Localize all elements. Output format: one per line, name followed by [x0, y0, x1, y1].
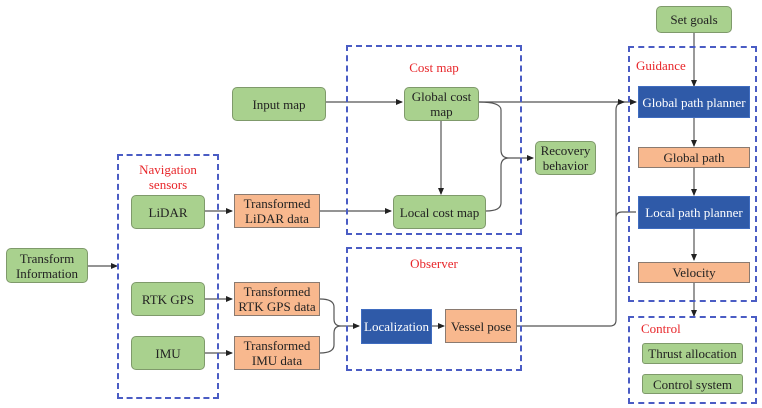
group-title-cost-map: Cost map — [409, 60, 459, 75]
node-transformed-imu: Transformed IMU data — [234, 336, 320, 370]
brace-to-localization — [319, 298, 359, 354]
node-transformed-rtk: Transformed RTK GPS data — [234, 282, 320, 316]
node-vessel-pose: Vessel pose — [445, 309, 517, 343]
group-navigation-sensors — [117, 154, 219, 399]
group-guidance — [628, 46, 757, 302]
group-control — [628, 316, 757, 404]
node-velocity: Velocity — [638, 262, 750, 283]
node-set-goals: Set goals — [656, 6, 732, 33]
group-observer — [346, 247, 522, 371]
node-thrust-allocation: Thrust allocation — [642, 343, 743, 364]
node-imu: IMU — [131, 336, 205, 370]
node-transformed-lidar: Transformed LiDAR data — [234, 194, 320, 228]
node-input-map: Input map — [232, 87, 326, 121]
group-title-navigation-sensors: Navigation sensors — [139, 162, 197, 192]
group-title-control: Control — [641, 321, 681, 336]
node-localization: Localization — [361, 309, 432, 344]
arrow-pose-to-planners — [517, 102, 636, 327]
group-title-guidance: Guidance — [636, 58, 686, 73]
node-global-path-planner: Global path planner — [638, 86, 750, 118]
node-global-path: Global path — [638, 147, 750, 168]
node-local-cost-map: Local cost map — [393, 195, 486, 229]
brace-to-recovery — [478, 101, 533, 212]
node-recovery-behavior: Recovery behavior — [535, 141, 596, 175]
node-control-system: Control system — [642, 374, 743, 394]
node-rtk-gps: RTK GPS — [131, 282, 205, 316]
node-local-path-planner: Local path planner — [638, 196, 750, 229]
group-title-observer: Observer — [410, 256, 458, 271]
group-cost-map — [346, 45, 522, 235]
node-transform-information: Transform Information — [6, 248, 88, 283]
node-global-cost-map: Global cost map — [404, 87, 479, 121]
node-lidar: LiDAR — [131, 195, 205, 229]
